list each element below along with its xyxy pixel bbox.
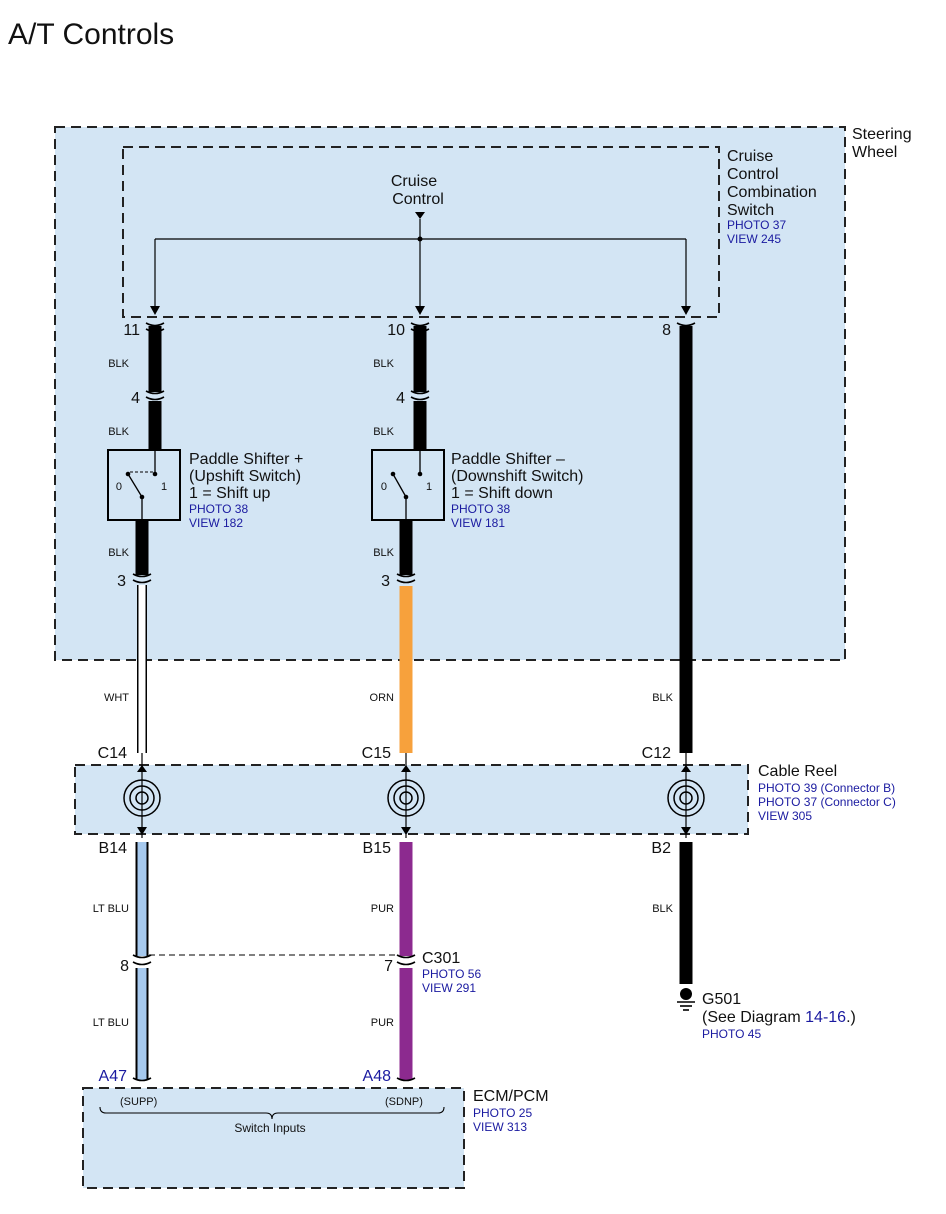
wire-color-label: ORN [370, 692, 395, 704]
pin-4: 4 [396, 390, 405, 407]
switch-inputs-brace [99, 1106, 445, 1120]
wire-color-label: BLK [373, 547, 394, 559]
switch-inputs-label: Switch Inputs [234, 1121, 305, 1135]
wire-color-label: BLK [652, 903, 673, 915]
ecm-photo-link[interactable]: PHOTO 25 [473, 1106, 532, 1120]
pin-8-c301: 8 [120, 958, 129, 975]
paddle-minus-view-link[interactable]: VIEW 181 [451, 516, 505, 530]
pin-c14: C14 [98, 745, 127, 762]
ground-see-suffix: .) [846, 1009, 856, 1026]
cruise-source-arrow [415, 212, 425, 219]
ground-icon [677, 988, 695, 1011]
switch-pos-0: 0 [116, 481, 122, 493]
steering-wheel-box [54, 126, 846, 661]
arrow-icon [150, 306, 160, 315]
switch-pos-0: 0 [381, 481, 387, 493]
paddle-minus-name-1: Paddle Shifter – [451, 451, 565, 468]
paddle-minus-name-2: (Downshift Switch) [451, 468, 583, 485]
cruise-control-label-2: Control [392, 191, 444, 208]
cable-reel-coil-icon [387, 753, 425, 838]
arrow-icon [681, 306, 691, 315]
cable-reel-coil-icon [123, 753, 161, 838]
signal-sdnp: (SDNP) [385, 1096, 423, 1108]
cruise-control-label-1: Cruise [391, 173, 437, 190]
wire-color-label: PUR [371, 903, 394, 915]
wire-color-label: WHT [104, 692, 129, 704]
pin-7-c301: 7 [384, 958, 393, 975]
wire-color-label: BLK [108, 426, 129, 438]
cruise-switch-photo-link[interactable]: PHOTO 37 [727, 218, 786, 232]
diagram-14-16-link[interactable]: 14-16 [805, 1009, 846, 1026]
cruise-switch-box [122, 146, 720, 318]
ground-photo-link[interactable]: PHOTO 45 [702, 1027, 761, 1041]
wire-color-label: BLK [652, 692, 673, 704]
paddle-minus-name-3: 1 = Shift down [451, 485, 553, 502]
ecm-pcm-name: ECM/PCM [473, 1088, 549, 1105]
steering-wheel-label-2: Wheel [852, 144, 897, 161]
steering-wheel-label-1: Steering [852, 126, 912, 143]
pin-b15: B15 [363, 840, 392, 857]
cable-reel-coil-icon [667, 753, 705, 838]
pin-b2: B2 [651, 840, 671, 857]
ecm-pcm-box [82, 1087, 465, 1189]
cable-reel-photo-c-link[interactable]: PHOTO 37 (Connector C) [758, 795, 896, 809]
paddle-plus-photo-link[interactable]: PHOTO 38 [189, 502, 248, 516]
cruise-switch-name-3: Combination [727, 184, 817, 201]
switch-pos-1: 1 [426, 481, 432, 493]
cable-reel-photo-b-link[interactable]: PHOTO 39 (Connector B) [758, 781, 895, 795]
cruise-switch-name-4: Switch [727, 202, 774, 219]
c301-photo-link[interactable]: PHOTO 56 [422, 967, 481, 981]
switch-pos-1: 1 [161, 481, 167, 493]
page-title: A/T Controls [8, 18, 174, 51]
wire-color-label: BLK [373, 426, 394, 438]
ground-see-prefix: (See Diagram [702, 1009, 805, 1026]
ground-name: G501 [702, 991, 741, 1008]
paddle-minus-photo-link[interactable]: PHOTO 38 [451, 502, 510, 516]
ecm-view-link[interactable]: VIEW 313 [473, 1120, 527, 1134]
paddle-shifter-minus-switch [371, 449, 445, 521]
wire-color-label: LT BLU [93, 903, 129, 915]
pin-a48: A48 [363, 1068, 392, 1085]
pin-10: 10 [387, 322, 405, 339]
pin-a47: A47 [99, 1068, 128, 1085]
pin-c12: C12 [642, 745, 671, 762]
paddle-plus-view-link[interactable]: VIEW 182 [189, 516, 243, 530]
paddle-plus-name-3: 1 = Shift up [189, 485, 270, 502]
cable-reel-view-link[interactable]: VIEW 305 [758, 809, 812, 823]
pin-4: 4 [131, 390, 140, 407]
pin-3: 3 [381, 573, 390, 590]
cable-reel-name: Cable Reel [758, 763, 837, 780]
cruise-switch-view-link[interactable]: VIEW 245 [727, 232, 781, 246]
wire-color-label: PUR [371, 1017, 394, 1029]
wire-color-label: BLK [373, 358, 394, 370]
ground-see-diagram: (See Diagram 14-16.) [702, 1009, 856, 1026]
cruise-switch-name-2: Control [727, 166, 779, 183]
pin-8: 8 [662, 322, 671, 339]
cruise-switch-name-1: Cruise [727, 148, 773, 165]
pin-11: 11 [123, 322, 140, 339]
pin-3: 3 [117, 573, 126, 590]
wire-color-label: LT BLU [93, 1017, 129, 1029]
arrow-icon [415, 306, 425, 315]
paddle-plus-name-2: (Upshift Switch) [189, 468, 301, 485]
wire-color-label: BLK [108, 547, 129, 559]
pin-b14: B14 [99, 840, 128, 857]
c301-name: C301 [422, 950, 460, 967]
c301-view-link[interactable]: VIEW 291 [422, 981, 476, 995]
wire-color-label: BLK [108, 358, 129, 370]
signal-supp: (SUPP) [120, 1096, 157, 1108]
paddle-shifter-plus-switch [107, 449, 181, 521]
pin-c15: C15 [362, 745, 391, 762]
paddle-plus-name-1: Paddle Shifter + [189, 451, 303, 468]
